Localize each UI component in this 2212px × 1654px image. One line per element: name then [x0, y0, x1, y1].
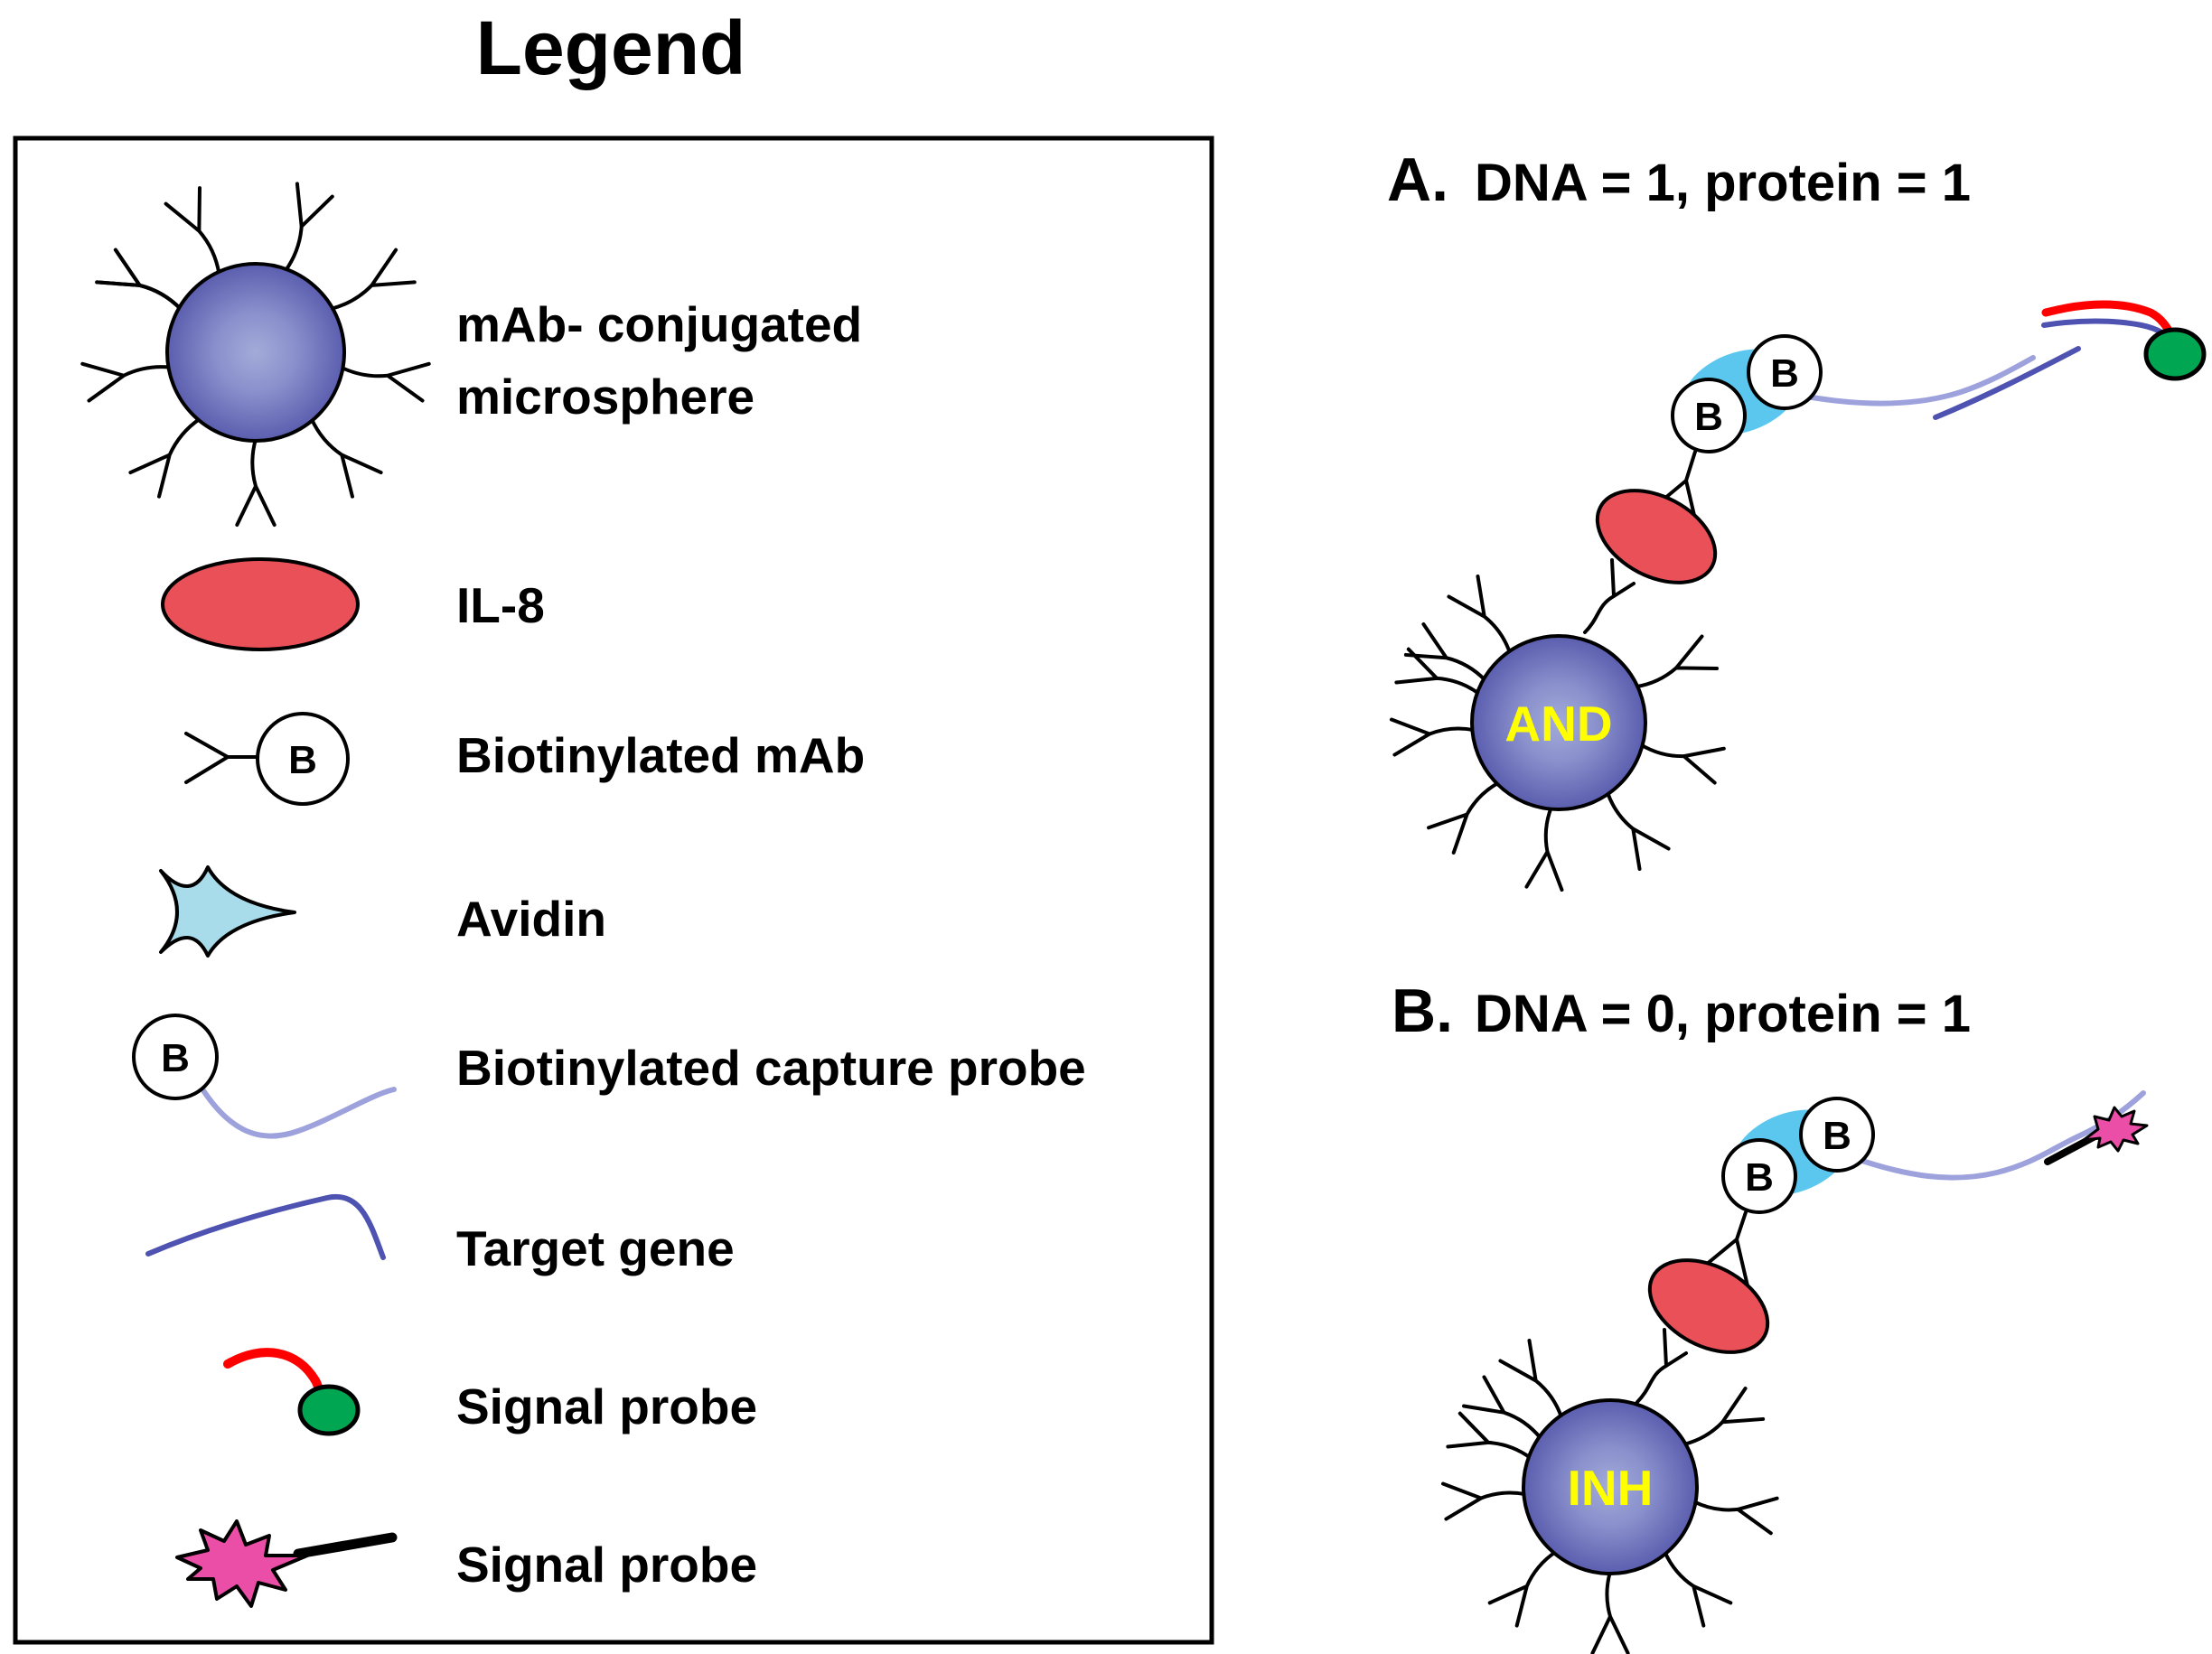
- microsphere-icon: [80, 182, 431, 528]
- panel-b-biotin-1-label: B: [1745, 1155, 1774, 1200]
- panel-a-signal-probe: [2041, 300, 2177, 341]
- panel-a-il8: [1595, 489, 1718, 584]
- legend-label-signal-probe-1: Signal probe: [456, 1378, 757, 1434]
- panel-a-capture-antibody: [1583, 558, 1636, 634]
- antibody-icon: [1427, 780, 1501, 855]
- panel-a-condition: DNA = 1, protein = 1: [1475, 154, 1971, 212]
- panel-b: B. DNA = 0, protein = 1 B B INH: [1392, 977, 2149, 1654]
- legend-label-microsphere-1: mAb- conjugated: [456, 296, 862, 352]
- antibody-icon: [1440, 1481, 1528, 1521]
- il8-icon: [161, 557, 360, 651]
- panel-a-green-reporter: [2143, 327, 2207, 381]
- panel-b-bead-label: INH: [1568, 1460, 1654, 1516]
- antibody-icon: [128, 416, 202, 499]
- panel-a-microsphere: [1470, 634, 1647, 811]
- legend-label-il8: IL-8: [456, 577, 545, 633]
- antibody-icon: [80, 361, 173, 403]
- panel-a-bead-label: AND: [1504, 696, 1612, 752]
- panel-a-biotin-1: [1671, 378, 1747, 453]
- panel-b-il8: [1647, 1258, 1770, 1354]
- panel-b-capture-antibody: [1636, 1328, 1688, 1404]
- signal-probe-green-icon: [223, 1348, 361, 1436]
- antibody-icon: [164, 186, 221, 276]
- target-gene-icon: [145, 1193, 386, 1260]
- antibody-icon: [1403, 622, 1487, 682]
- panel-a: A. DNA = 1, protein = 1 B B AND: [1387, 145, 2207, 892]
- antibody-icon: [1638, 743, 1726, 785]
- panel-a-bead-antibodies: [1389, 575, 1726, 892]
- antibody-icon: [1634, 634, 1720, 689]
- biotin-label: B: [288, 738, 317, 782]
- panel-a-target-gene: [1933, 346, 2081, 420]
- panel-b-bead-antibodies: [1440, 1339, 1779, 1654]
- antibody-icon: [1389, 717, 1476, 757]
- legend: Legend mAb- conjugated microsphere IL-8 …: [13, 5, 1214, 1645]
- antibody-icon: [1462, 1375, 1542, 1441]
- antibody-icon: [283, 182, 334, 273]
- panel-a-capture-probe: [1799, 355, 2036, 406]
- legend-title: Legend: [476, 5, 746, 90]
- capture-probe-icon: B: [132, 1014, 397, 1139]
- antibody-icon: [1692, 1496, 1779, 1536]
- starburst-icon: [175, 1519, 398, 1608]
- antibody-icon: [1447, 575, 1513, 655]
- antibody-icon: [95, 248, 183, 311]
- avidin-icon: [159, 865, 296, 958]
- antibody-icon: [339, 361, 431, 403]
- panel-a-biotin-2: [1747, 334, 1823, 410]
- antibody-icon: [329, 248, 417, 311]
- antibody-icon: [1663, 1550, 1733, 1628]
- antibody-icon: [1446, 1411, 1532, 1460]
- antibody-icon: [309, 416, 383, 499]
- panel-a-biotin-2-label: B: [1770, 351, 1799, 396]
- antibody-icon: [1487, 1550, 1558, 1628]
- legend-box: [13, 135, 1214, 1645]
- antibody-icon: [1590, 1570, 1630, 1654]
- antibody-icon: [235, 437, 276, 528]
- legend-label-target-gene: Target gene: [456, 1220, 735, 1276]
- panel-b-biotin-1: [1721, 1138, 1797, 1214]
- antibody-icon: [1682, 1387, 1766, 1446]
- panel-a-biotin-1-label: B: [1694, 395, 1723, 439]
- legend-label-biotinylated-mab: Biotinylated mAb: [456, 727, 865, 783]
- legend-label-microsphere-2: microsphere: [456, 369, 755, 425]
- panel-b-letter: B.: [1392, 977, 1453, 1045]
- legend-label-avidin: Avidin: [456, 891, 606, 947]
- panel-b-condition: DNA = 0, protein = 1: [1475, 985, 1971, 1043]
- panel-b-starburst: [2044, 1106, 2149, 1165]
- capture-probe-biotin-label: B: [161, 1036, 190, 1080]
- legend-label-signal-probe-2: Signal probe: [456, 1537, 757, 1593]
- panel-b-biotin-2-label: B: [1823, 1114, 1851, 1158]
- antibody-icon: [1605, 790, 1671, 871]
- panel-b-biotin-2: [1799, 1097, 1875, 1173]
- antibody-icon: [1524, 805, 1564, 892]
- antibody-icon: [1498, 1339, 1564, 1419]
- legend-label-capture-probe: Biotinylated capture probe: [456, 1040, 1086, 1096]
- panel-a-letter: A.: [1387, 145, 1448, 214]
- panel-b-microsphere: [1522, 1398, 1699, 1575]
- biotinylated-mab-icon: B: [184, 712, 350, 806]
